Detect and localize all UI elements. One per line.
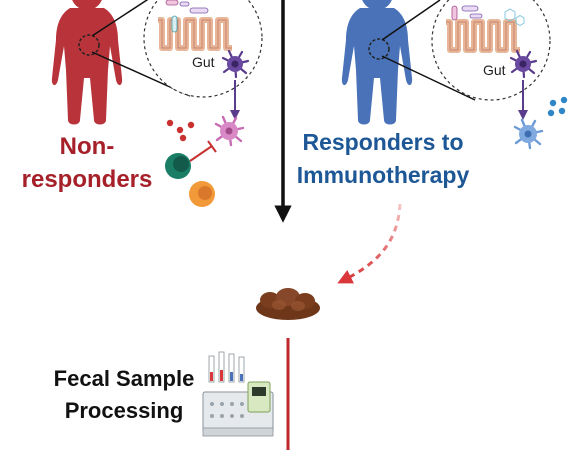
responders-label: Responders to Immunotherapy (290, 126, 476, 192)
tumor-cell-icon (189, 181, 215, 207)
dendritic-cell-icon (221, 49, 250, 79)
cytokine-dots (166, 119, 195, 142)
responder-to-sample-arrow (337, 203, 402, 284)
lab-processing-machine-icon (202, 351, 274, 437)
gut-zoom-right (431, 0, 551, 101)
non-responders-line-1: Non- (59, 133, 115, 160)
gut-label-right: Gut (483, 62, 506, 78)
responders-line-1: Responders to (302, 129, 464, 155)
non-responders-line-2: responders (21, 166, 153, 193)
t-cell-icon (165, 153, 191, 179)
fecal-processing-line-1: Fecal Sample (53, 366, 195, 391)
inhibition-bar (207, 140, 217, 153)
human-body-icon (341, 0, 413, 125)
gut-zoom-left (143, 0, 263, 98)
non-responders-label: Non- responders (12, 130, 162, 196)
dendritic-cell-icon (509, 49, 538, 79)
gut-highlight-left (78, 34, 100, 56)
zoom-line-left-top (91, 0, 149, 37)
inhibition-line (189, 145, 213, 162)
gut-highlight-right (368, 38, 390, 60)
activated-dendritic-cell-icon (513, 118, 544, 150)
human-body-icon (51, 0, 123, 125)
fecal-processing-label: Fecal Sample Processing (44, 363, 204, 427)
activated-dendritic-cell-icon (214, 115, 245, 147)
cytokine-dots-blue (547, 96, 568, 117)
gut-label-left: Gut (192, 54, 215, 70)
zoom-line-right-top (381, 0, 441, 41)
zoom-line-right-bottom (381, 55, 476, 101)
responders-line-2: Immunotherapy (296, 162, 470, 188)
stool-sample-icon (256, 288, 320, 320)
fecal-processing-line-2: Processing (64, 398, 184, 423)
